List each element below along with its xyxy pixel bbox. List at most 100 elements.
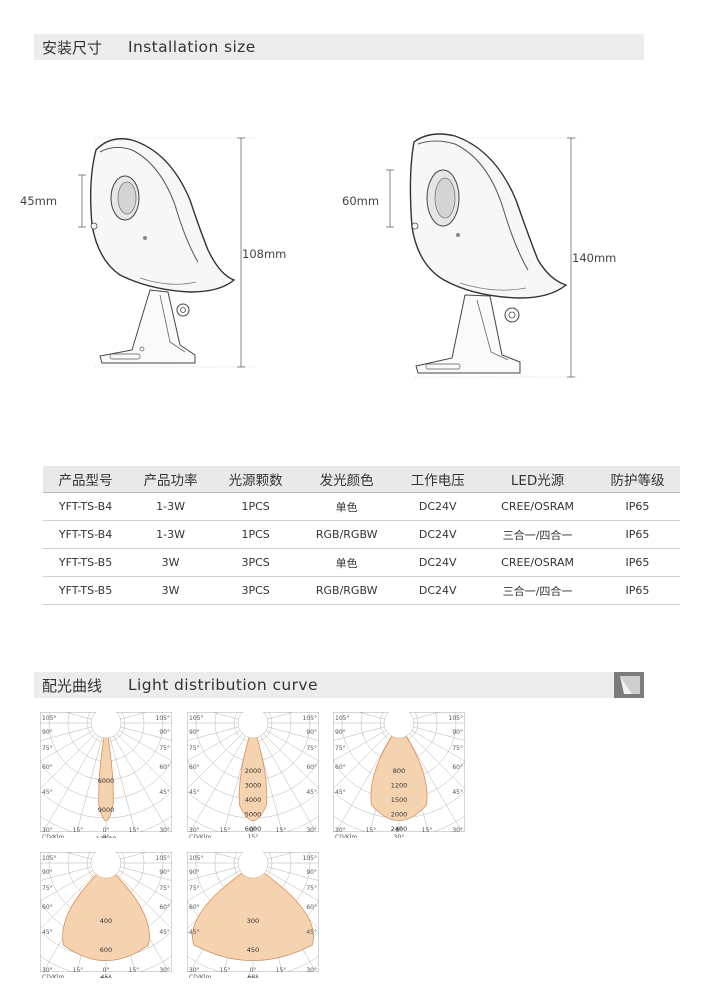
angle-label: 15° [129,967,140,974]
installation-title-en: Installation size [128,38,256,56]
angle-label: 30° [306,827,317,834]
polar-radial [187,862,254,902]
polar-radial [76,722,107,832]
beam-angle-label: 15° [248,834,259,838]
table-row: YFT-TS-B4 1-3W 1PCS 单色 DC24V CREE/OSRAM … [43,492,680,521]
angle-label: 15° [422,827,433,834]
angle-label: 45° [42,929,53,936]
angle-label: 45° [159,929,170,936]
angle-label: 15° [129,827,140,834]
ring-value-label: 2000 [245,767,262,775]
cell-model: YFT-TS-B4 [43,492,129,521]
polar-radial [252,722,319,790]
installation-title-cn: 安装尺寸 [42,38,103,57]
angle-label: 75° [189,745,200,752]
angle-label: 105° [42,715,56,722]
unit-label: CD/Klm [189,974,211,978]
angle-label: 45° [306,929,317,936]
polar-radial [63,712,107,724]
angle-label: 75° [335,745,346,752]
polar-radial [398,712,442,724]
ring-value-label: 3000 [245,781,262,789]
ring-value-label: 800 [100,975,112,978]
angle-label: 60° [189,764,200,771]
table-row: YFT-TS-B5 3W 3PCS RGB/RGBW DC24V 三合一/四合一… [43,576,680,605]
polar-radial [398,722,465,790]
polar-radial [105,862,172,930]
angle-label: 30° [189,827,200,834]
polar-radial [105,862,172,881]
polar-radial [252,722,319,741]
ring-value-label: 300 [247,917,259,925]
angle-label: 0° [103,827,110,834]
header-voltage: 工作电压 [395,466,481,493]
header-power: 产品功率 [128,466,214,493]
cell-led-source: CREE/OSRAM [480,492,595,521]
angle-label: 15° [276,967,287,974]
ring-value-label: 1500 [391,796,408,804]
angle-label: 15° [73,967,84,974]
angle-label: 0° [250,827,257,834]
light-title-en: Light distribution curve [128,676,318,694]
cell-voltage: DC24V [395,492,481,521]
polar-curve-8deg: 105°90°75°60°45°30°105°90°75°60°45°30°15… [40,712,172,838]
ring-value-label: 800 [393,767,405,775]
angle-label: 30° [159,967,170,974]
polar-center [90,712,122,739]
ring-value-label: 1200 [391,781,408,789]
angle-label: 90° [306,869,317,876]
cell-voltage: DC24V [395,520,481,549]
polar-radial [105,722,172,741]
polar-radial [210,712,254,724]
header-color: 发光颜色 [298,466,396,493]
light-title-cn: 配光曲线 [42,676,103,695]
angle-label: 15° [276,827,287,834]
cell-led-count: 3PCS [213,576,299,605]
angle-label: 45° [189,789,200,796]
angle-label: 75° [452,745,463,752]
ring-value-label: 600 [100,946,112,954]
angle-label: 60° [306,764,317,771]
beam-lobe [98,724,114,822]
polar-radial [42,722,107,832]
cell-power: 3W [128,576,214,605]
lamp-drawing-small: 45mm 108mm [20,130,310,379]
beam-angle-label: 8° [103,834,110,838]
angle-label: 75° [42,885,53,892]
polar-radial [356,712,400,724]
angle-label: 105° [156,855,170,862]
polar-radial [398,722,463,832]
angle-label: 60° [306,904,317,911]
polar-radial [252,852,296,864]
header-ip-rating: 防护等级 [594,466,680,493]
cell-ip-rating: IP65 [594,576,680,605]
ring-value-label: 400 [100,917,112,925]
polar-radial [187,862,254,881]
side-dimension-label: 60mm [342,194,379,208]
polar-radial [63,852,107,864]
polar-radial [105,852,149,864]
cell-ip-rating: IP65 [594,492,680,521]
angle-label: 75° [306,885,317,892]
angle-label: 30° [335,827,346,834]
polar-radial [189,722,254,832]
angle-label: 105° [335,715,349,722]
angle-label: 0° [103,967,110,974]
angle-label: 75° [159,885,170,892]
header-led-count: 光源颗数 [213,466,299,493]
angle-label: 45° [42,789,53,796]
polar-center [90,852,122,879]
brand-corner-icon [614,672,644,698]
angle-label: 90° [306,729,317,736]
polar-radial [105,712,149,724]
angle-label: 30° [189,967,200,974]
ring-value-label: 2400 [391,825,408,833]
polar-radial [252,862,319,881]
cell-power: 1-3W [128,492,214,521]
beam-lobe [370,724,428,821]
cell-voltage: DC24V [395,576,481,605]
polar-radial [105,722,172,762]
angle-label: 75° [159,745,170,752]
polar-radial [40,722,107,762]
angle-label: 45° [306,789,317,796]
